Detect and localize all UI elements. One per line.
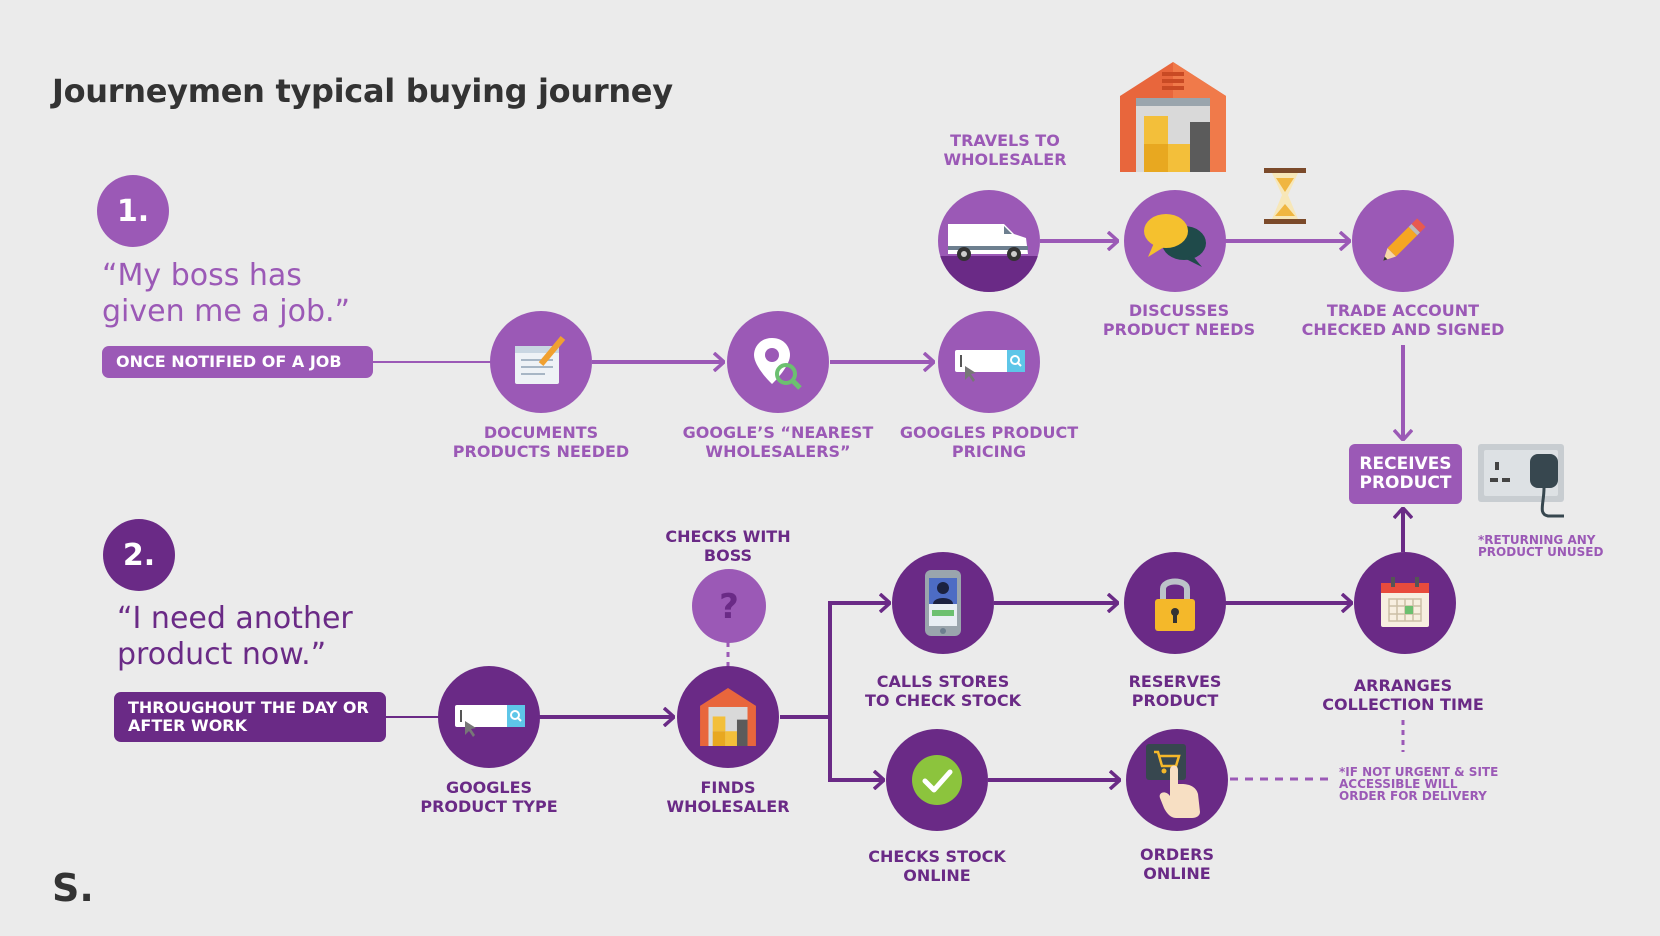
hourglass-icon — [1264, 168, 1306, 224]
socket-illustration — [1478, 442, 1566, 529]
map-pin-search-icon — [754, 338, 802, 390]
calendar-icon — [1381, 577, 1429, 627]
node-checks-stock-online — [886, 729, 988, 831]
note-delivery: *IF NOT URGENT & SITE ACCESSIBLE WILL OR… — [1339, 765, 1499, 803]
question-icon: ? — [719, 587, 739, 626]
label-checks-with-boss: CHECKS WITH BOSS — [665, 527, 791, 565]
checkmark-icon — [912, 755, 962, 805]
page-title: Journeymen typical buying journey — [52, 72, 673, 110]
label-travels: TRAVELS TO WHOLESALER — [943, 131, 1067, 169]
journey1-badge: 1. — [97, 175, 169, 247]
label-nearest-wholesalers: GOOGLE’S “NEAREST WHOLESALERS” — [682, 423, 874, 461]
node-checks-with-boss: ? — [692, 569, 766, 643]
node-arranges-collection — [1354, 552, 1456, 654]
search-bar-icon — [955, 350, 1025, 382]
note-returning: *RETURNING ANY PRODUCT UNUSED — [1478, 533, 1604, 559]
node-reserves — [1124, 552, 1226, 654]
label-googles-product-type: GOOGLES PRODUCT TYPE — [420, 778, 558, 816]
journey1-quote: “My boss has given me a job.” — [102, 258, 351, 329]
speech-bubbles-icon — [1144, 214, 1206, 267]
brand-logo: S. — [52, 866, 94, 910]
receives-product-box: RECEIVES PRODUCT — [1349, 444, 1462, 504]
node-discusses — [1124, 190, 1226, 292]
node-documents — [490, 311, 592, 413]
journey2-quote: “I need another product now.” — [117, 601, 353, 672]
document-pencil-icon — [515, 336, 566, 384]
warehouse-illustration — [1120, 62, 1226, 177]
node-nearest-wholesalers — [727, 311, 829, 413]
connector-branch-online — [828, 717, 884, 780]
label-trade-account: TRADE ACCOUNT CHECKED AND SIGNED — [1301, 301, 1505, 339]
node-googles-product-type — [438, 666, 540, 768]
node-orders-online — [1126, 729, 1228, 831]
search-bar-icon — [455, 705, 525, 737]
warehouse-icon — [700, 688, 756, 746]
cart-tap-icon — [1146, 744, 1200, 818]
label-documents: DOCUMENTS PRODUCTS NEEDED — [452, 423, 630, 461]
lock-icon — [1155, 578, 1195, 631]
van-icon — [938, 224, 1040, 292]
node-product-pricing — [938, 311, 1040, 413]
label-finds-wholesaler: FINDS WHOLESALER — [666, 778, 790, 816]
node-finds-wholesaler — [677, 666, 779, 768]
pencil-icon — [1383, 218, 1426, 261]
label-discusses: DISCUSSES PRODUCT NEEDS — [1102, 301, 1256, 339]
label-reserves: RESERVES PRODUCT — [1128, 672, 1222, 710]
warehouse-icon — [1120, 62, 1226, 172]
label-arranges-collection: ARRANGES COLLECTION TIME — [1322, 676, 1484, 714]
svg-text:?: ? — [719, 587, 739, 626]
label-calls-stores: CALLS STORES TO CHECK STOCK — [864, 672, 1022, 710]
label-checks-stock-online: CHECKS STOCK ONLINE — [868, 847, 1006, 885]
node-travels — [938, 190, 1040, 292]
label-product-pricing: GOOGLES PRODUCT PRICING — [899, 423, 1079, 461]
label-orders-online: ORDERS ONLINE — [1140, 845, 1214, 883]
connector-branch-calls — [828, 603, 890, 717]
node-calls-stores — [892, 552, 994, 654]
journey1-trigger: ONCE NOTIFIED OF A JOB — [102, 346, 373, 378]
phone-icon — [925, 570, 961, 636]
journey2-badge: 2. — [103, 519, 175, 591]
hourglass-illustration — [1262, 168, 1308, 229]
plug-socket-icon — [1478, 444, 1564, 518]
journey2-trigger: THROUGHOUT THE DAY OR AFTER WORK — [114, 692, 386, 742]
node-trade-account — [1352, 190, 1454, 292]
